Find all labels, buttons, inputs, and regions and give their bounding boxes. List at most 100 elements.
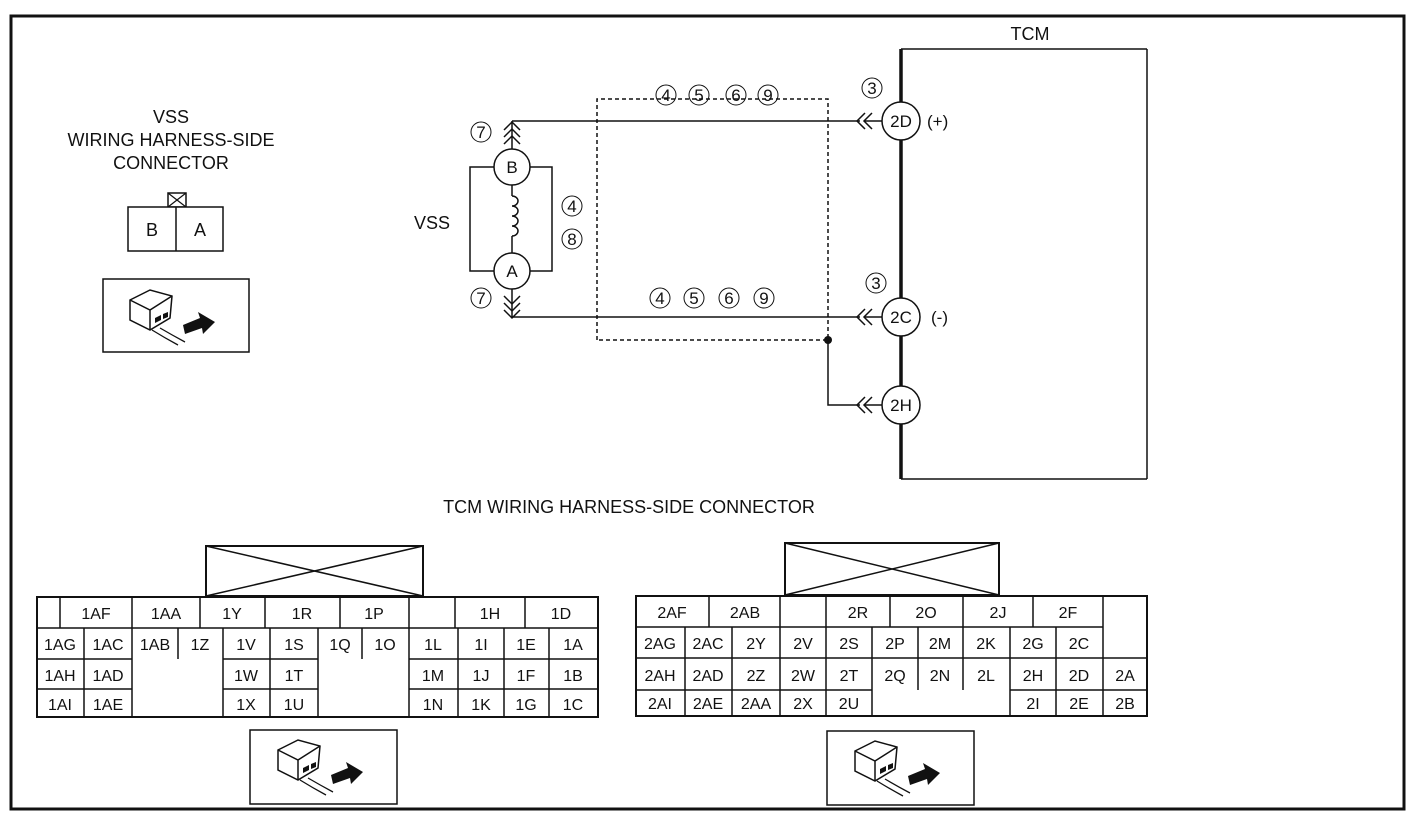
left-cell: 1X: [236, 697, 256, 714]
left-cell: 1AF: [81, 606, 111, 623]
right-cell: 2R: [848, 605, 868, 622]
right-cell: 2AE: [693, 696, 723, 713]
top-note-3: 6: [731, 86, 740, 105]
left-cell: 1B: [563, 668, 583, 685]
right-cell: 2J: [990, 605, 1007, 622]
left-cell: 1AE: [93, 697, 123, 714]
right-cell: 2V: [793, 636, 813, 653]
right-cell: 2H: [1023, 668, 1043, 685]
tcm-connector-right: 2AF 2AB 2R 2O 2J 2F 2AG 2AC 2Y 2V 2S 2P …: [635, 542, 1148, 806]
right-cell: 2A: [1115, 668, 1135, 685]
right-cell: 2X: [793, 696, 813, 713]
tcm-pin-2h-label: 2H: [890, 396, 912, 415]
left-cell: 1T: [285, 668, 304, 685]
left-cell: 1L: [424, 637, 442, 654]
left-cell: 1N: [423, 697, 443, 714]
left-cell: 1Q: [329, 637, 350, 654]
left-cell: 1AB: [140, 637, 170, 654]
right-cell: 2C: [1069, 636, 1089, 653]
tcm-module: TCM: [899, 24, 1148, 480]
outer-frame: [9, 14, 1406, 811]
vss-pin-a-label: A: [506, 262, 518, 281]
right-cell: 2Z: [747, 668, 766, 685]
tcm-connector-left: 1AF 1AA 1Y 1R 1P 1H 1D 1AG 1AC 1AB 1Z 1V…: [36, 545, 599, 805]
right-cell: 2AG: [644, 636, 676, 653]
tcm-pin-2c-note: 3: [871, 274, 880, 293]
right-cell: 2I: [1026, 696, 1039, 713]
right-cell: 2P: [885, 636, 905, 653]
wiring: 4 5 6 9 4 5 6 9: [512, 84, 860, 406]
bottom-wire-notes: 4 5 6 9: [649, 287, 775, 309]
tcm-pin-2d-label: 2D: [890, 112, 912, 131]
left-cell: 1G: [515, 697, 536, 714]
left-cell: 1AI: [48, 697, 72, 714]
right-cell: 2Q: [884, 668, 905, 685]
right-cell: 2E: [1069, 696, 1089, 713]
left-cell: 1E: [516, 637, 536, 654]
left-cell: 1I: [474, 637, 487, 654]
right-cell: 2W: [791, 668, 816, 685]
tcm-pin-2h: 2H: [855, 385, 921, 425]
left-cell: 1O: [374, 637, 395, 654]
right-cell: 2N: [930, 668, 950, 685]
right-cell: 2AC: [692, 636, 723, 653]
top-note-4: 9: [763, 86, 772, 105]
bottom-note-2: 5: [689, 289, 698, 308]
left-cell: 1C: [563, 697, 583, 714]
coil-icon: [511, 195, 519, 237]
left-cell: 1V: [236, 637, 256, 654]
left-cell: 1M: [422, 668, 444, 685]
right-cell: 2B: [1115, 696, 1135, 713]
left-cell: 1S: [284, 637, 304, 654]
connector-view-icon: [102, 278, 250, 353]
right-cell: 2U: [839, 696, 859, 713]
tcm-label: TCM: [1011, 24, 1050, 44]
right-cell: 2F: [1059, 605, 1078, 622]
left-cell: 1P: [364, 606, 384, 623]
right-cell: 2K: [976, 636, 996, 653]
top-note-2: 5: [694, 86, 703, 105]
tcm-pin-2d-note: 3: [867, 79, 876, 98]
vss-connector-pin-b: B: [146, 220, 158, 240]
right-cell: 2Y: [746, 636, 766, 653]
left-cell: 1J: [473, 668, 490, 685]
right-cell: 2AI: [648, 696, 672, 713]
vss-connector-title-2: WIRING HARNESS-SIDE: [67, 130, 274, 150]
right-cell: 2AH: [644, 668, 675, 685]
vss-sensor-label: VSS: [414, 213, 450, 233]
left-cell: 1AD: [92, 668, 123, 685]
vss-top-note: 7: [476, 123, 485, 142]
bottom-note-3: 6: [724, 289, 733, 308]
left-cell: 1H: [480, 606, 500, 623]
wire-shield-to-2h: [827, 340, 860, 406]
tcm-pin-2c-label: 2C: [890, 308, 912, 327]
vss-connector-pin-a: A: [194, 220, 206, 240]
right-cell: 2L: [977, 668, 995, 685]
right-cell: 2G: [1022, 636, 1043, 653]
left-cell: 1AH: [44, 668, 75, 685]
top-note-1: 4: [661, 86, 670, 105]
vss-connector: VSS WIRING HARNESS-SIDE CONNECTOR B A: [67, 107, 275, 353]
left-cell: 1AG: [44, 637, 76, 654]
coil-note-2: 8: [567, 230, 576, 249]
tcm-pin-2d-polarity: (+): [927, 112, 948, 131]
left-cell: 1AA: [151, 606, 182, 623]
bottom-note-4: 9: [759, 289, 768, 308]
bottom-note-1: 4: [655, 289, 664, 308]
left-cell: 1A: [563, 637, 583, 654]
right-cell: 2O: [915, 605, 936, 622]
vss-sensor: VSS B A 4 8 7 7: [414, 120, 583, 320]
left-cell: 1F: [517, 668, 536, 685]
left-cell: 1R: [292, 606, 312, 623]
left-cell: 1AC: [92, 637, 123, 654]
tcm-connector-title: TCM WIRING HARNESS-SIDE CONNECTOR: [443, 497, 815, 517]
left-cell: 1W: [234, 668, 259, 685]
left-cell: 1Z: [191, 637, 210, 654]
left-cell: 1Y: [222, 606, 242, 623]
right-cell: 2S: [839, 636, 859, 653]
tcm-pin-2c: 2C (-) 3: [855, 272, 948, 337]
right-cell: 2T: [840, 668, 859, 685]
right-cell: 2AF: [657, 605, 687, 622]
tcm-pin-2d: 2D (+) 3: [855, 77, 948, 141]
